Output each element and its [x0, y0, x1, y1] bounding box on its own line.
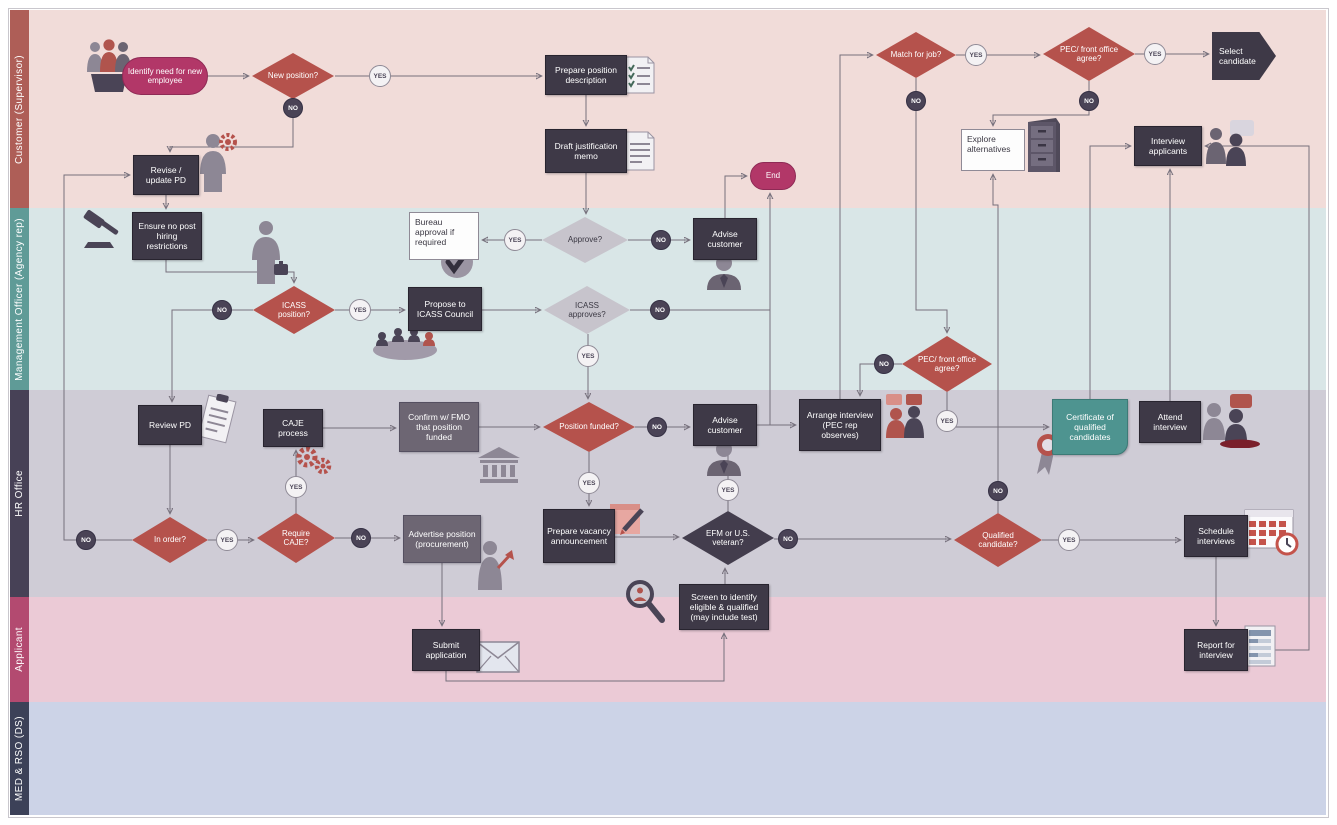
lane-applicant-label: Applicant	[14, 627, 25, 672]
node-identify-need[interactable]: Identify need for new employee	[122, 57, 208, 95]
node-schedule-interviews[interactable]: Schedule interviews	[1184, 515, 1248, 557]
label-no-efm-veteran: NO	[778, 529, 798, 549]
lane-med-rso-label: MED & RSO (DS)	[14, 715, 25, 802]
calendar-clock-icon	[1243, 504, 1299, 556]
label-yes-icass-approves: YES	[577, 345, 599, 367]
label-no-match-job: NO	[906, 91, 926, 111]
label-yes-position-funded: YES	[578, 472, 600, 494]
lane-applicant-label-strip: Applicant	[10, 597, 29, 702]
node-draft-justification-memo[interactable]: Draft justification memo	[545, 129, 627, 173]
node-prepare-position-description[interactable]: Prepare position description	[545, 55, 627, 95]
lane-management-body	[29, 208, 1326, 390]
node-explore-alternatives[interactable]: Explore alternatives	[961, 129, 1025, 171]
node-advise-customer-management[interactable]: Advise customer	[693, 218, 757, 260]
label-yes-pec-middle: YES	[936, 410, 958, 432]
label-no-pec-middle: NO	[874, 354, 894, 374]
person-gear-icon	[195, 130, 239, 194]
label-yes-efm-veteran: YES	[717, 479, 739, 501]
label-yes-match-job: YES	[965, 44, 987, 66]
node-submit-application[interactable]: Submit application	[412, 629, 480, 671]
label-yes-qualified: YES	[1058, 529, 1080, 551]
meeting-table-icon	[368, 324, 442, 364]
lane-management-label: Management Officer (Agency rep)	[14, 217, 25, 381]
node-interview-applicants[interactable]: Interview applicants	[1134, 126, 1202, 166]
node-certificate-qualified-candidates[interactable]: Certificate of qualified candidates	[1052, 399, 1128, 455]
label-yes-in-order: YES	[216, 529, 238, 551]
node-revise-update-pd[interactable]: Revise / update PD	[133, 155, 199, 195]
recruiter-person-icon	[474, 538, 516, 592]
memo-doc-icon	[624, 130, 656, 172]
briefcase-person-icon	[244, 220, 290, 286]
node-confirm-fmo-position-funded[interactable]: Confirm w/ FMO that position funded	[399, 402, 479, 452]
node-arrange-interview[interactable]: Arrange interview (PEC rep observes)	[799, 399, 881, 451]
label-no-require-caje: NO	[351, 528, 371, 548]
lane-med-rso-body	[29, 702, 1326, 815]
lane-management-label-strip: Management Officer (Agency rep)	[10, 208, 29, 390]
label-no-icass-position: NO	[212, 300, 232, 320]
label-yes-approve: YES	[504, 229, 526, 251]
report-doc-icon	[1243, 624, 1279, 668]
node-caje-process[interactable]: CAJE process	[263, 409, 323, 447]
label-no-pec-top: NO	[1079, 91, 1099, 111]
label-no-new-position: NO	[283, 98, 303, 118]
envelope-icon	[476, 640, 520, 674]
lane-customer-label-strip: Customer (Supervisor)	[10, 10, 29, 208]
lane-hr-label-strip: HR Office	[10, 390, 29, 597]
node-ensure-no-post-hiring-restrictions[interactable]: Ensure no post hiring restrictions	[132, 212, 202, 260]
file-cabinet-icon	[1020, 116, 1064, 176]
label-yes-pec-top: YES	[1144, 43, 1166, 65]
lane-customer-label: Customer (Supervisor)	[14, 54, 25, 164]
lane-med-rso: MED & RSO (DS)	[10, 702, 1326, 815]
label-yes-icass-position: YES	[349, 299, 371, 321]
label-yes-require-caje: YES	[285, 476, 307, 498]
clipboard-icon	[195, 393, 239, 446]
vacancy-note-icon	[608, 500, 646, 538]
node-attend-interview[interactable]: Attend interview	[1139, 401, 1201, 443]
label-no-icass-approves: NO	[650, 300, 670, 320]
label-no-approve: NO	[651, 230, 671, 250]
node-propose-to-icass-council[interactable]: Propose to ICASS Council	[408, 287, 482, 331]
checklist-doc-icon	[624, 55, 656, 95]
lane-med-rso-label-strip: MED & RSO (DS)	[10, 702, 29, 815]
label-yes-new-position: YES	[369, 65, 391, 87]
gears-icon	[294, 444, 334, 476]
node-end-terminator[interactable]: End	[750, 162, 796, 190]
magnifier-icon	[618, 576, 670, 628]
interview-people-icon	[1202, 118, 1256, 170]
label-no-position-funded: NO	[647, 417, 667, 437]
label-no-qualified: NO	[988, 481, 1008, 501]
gavel-icon	[80, 208, 128, 254]
lane-hr-label: HR Office	[14, 470, 25, 517]
lane-applicant-body	[29, 597, 1326, 702]
diagram-frame	[8, 8, 1329, 818]
node-review-pd[interactable]: Review PD	[138, 405, 202, 445]
node-advertise-position[interactable]: Advertise position (procurement)	[403, 515, 481, 563]
bank-icon	[476, 445, 522, 485]
node-bureau-approval-annotation[interactable]: Bureau approval if required	[409, 212, 479, 260]
node-prepare-vacancy-announcement[interactable]: Prepare vacancy announcement	[543, 509, 615, 563]
pec-people-icon	[882, 392, 930, 440]
node-advise-customer-hr[interactable]: Advise customer	[693, 404, 757, 446]
node-report-for-interview[interactable]: Report for interview	[1184, 629, 1248, 671]
node-screen-identify-eligible[interactable]: Screen to identify eligible & qualified …	[679, 584, 769, 630]
label-no-in-order: NO	[76, 530, 96, 550]
attend-people-icon	[1200, 392, 1262, 449]
